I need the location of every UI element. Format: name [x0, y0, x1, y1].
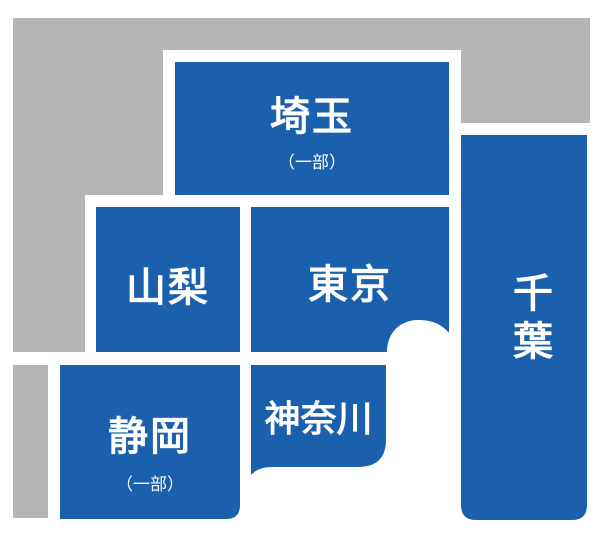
region-kanagawa[interactable] [251, 365, 386, 475]
saitama-label: 埼玉 （一部） [175, 84, 449, 173]
region-chiba[interactable] [461, 135, 587, 520]
chiba-name: 千葉 [506, 272, 552, 368]
shizuoka-name: 静岡 [108, 414, 192, 460]
kanagawa-name: 神奈川 [264, 399, 373, 440]
region-shizuoka[interactable] [60, 365, 240, 519]
saitama-name: 埼玉 [270, 94, 354, 140]
yamanashi-name: 山梨 [126, 265, 210, 311]
shizuoka-note: （一部） [116, 475, 184, 495]
region-saitama[interactable] [175, 62, 449, 195]
saitama-note: （一部） [278, 153, 346, 173]
outside-area-left-strip [13, 365, 48, 518]
region-yamanashi[interactable] [96, 207, 240, 352]
region-tokyo[interactable] [251, 207, 449, 352]
shizuoka-label: 静岡 （一部） [60, 404, 240, 495]
outside-area-top [13, 18, 590, 352]
tokyo-name: 東京 [308, 262, 392, 308]
